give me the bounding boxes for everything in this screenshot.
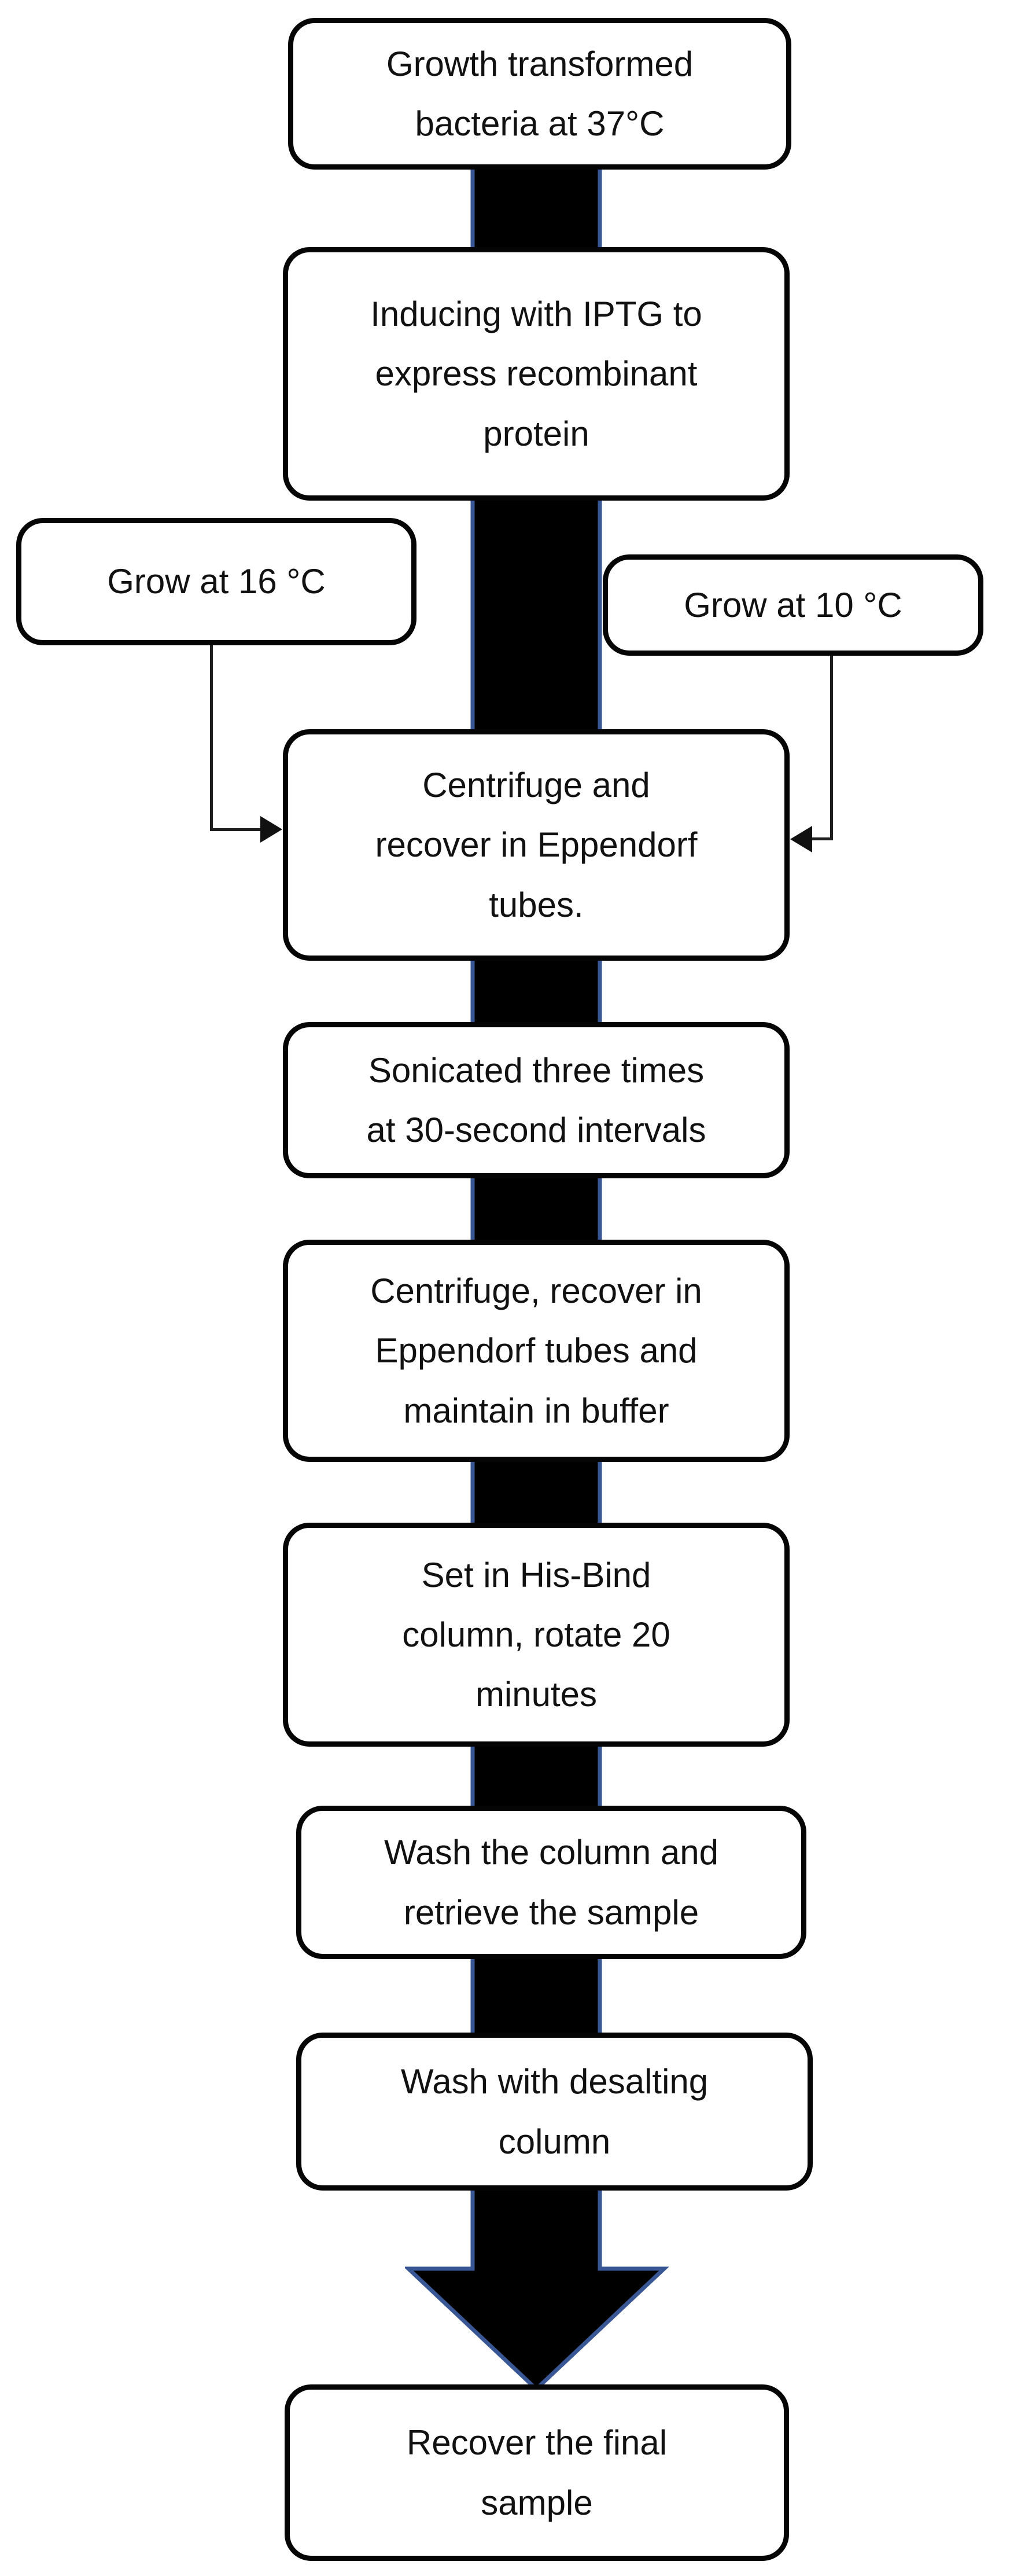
left-branch-connector-vertical	[210, 644, 213, 831]
step-centrifuge-recover: Centrifuge and recover in Eppendorf tube…	[283, 729, 790, 961]
left-arrowhead-icon	[790, 826, 812, 852]
branch-grow-10c: Grow at 10 °C	[603, 554, 983, 656]
step-desalting-column: Wash with desalting column	[296, 2033, 813, 2191]
right-arrowhead-icon	[260, 816, 282, 843]
step-centrifuge-buffer: Centrifuge, recover in Eppendorf tubes a…	[283, 1240, 790, 1462]
step-grow-bacteria-37c: Growth transformed bacteria at 37°C	[288, 18, 791, 170]
step-recover-final-sample: Recover the final sample	[285, 2384, 789, 2561]
step-iptg-induction: Inducing with IPTG to express recombinan…	[283, 247, 790, 501]
right-branch-connector-vertical	[830, 654, 833, 840]
step-sonication: Sonicated three times at 30-second inter…	[283, 1022, 790, 1178]
left-branch-connector-horizontal	[210, 828, 265, 831]
step-his-bind-column: Set in His-Bind column, rotate 20 minute…	[283, 1523, 790, 1747]
step-wash-column: Wash the column and retrieve the sample	[296, 1806, 806, 1959]
branch-grow-16c: Grow at 16 °C	[16, 518, 416, 645]
right-branch-connector-horizontal	[809, 837, 833, 840]
